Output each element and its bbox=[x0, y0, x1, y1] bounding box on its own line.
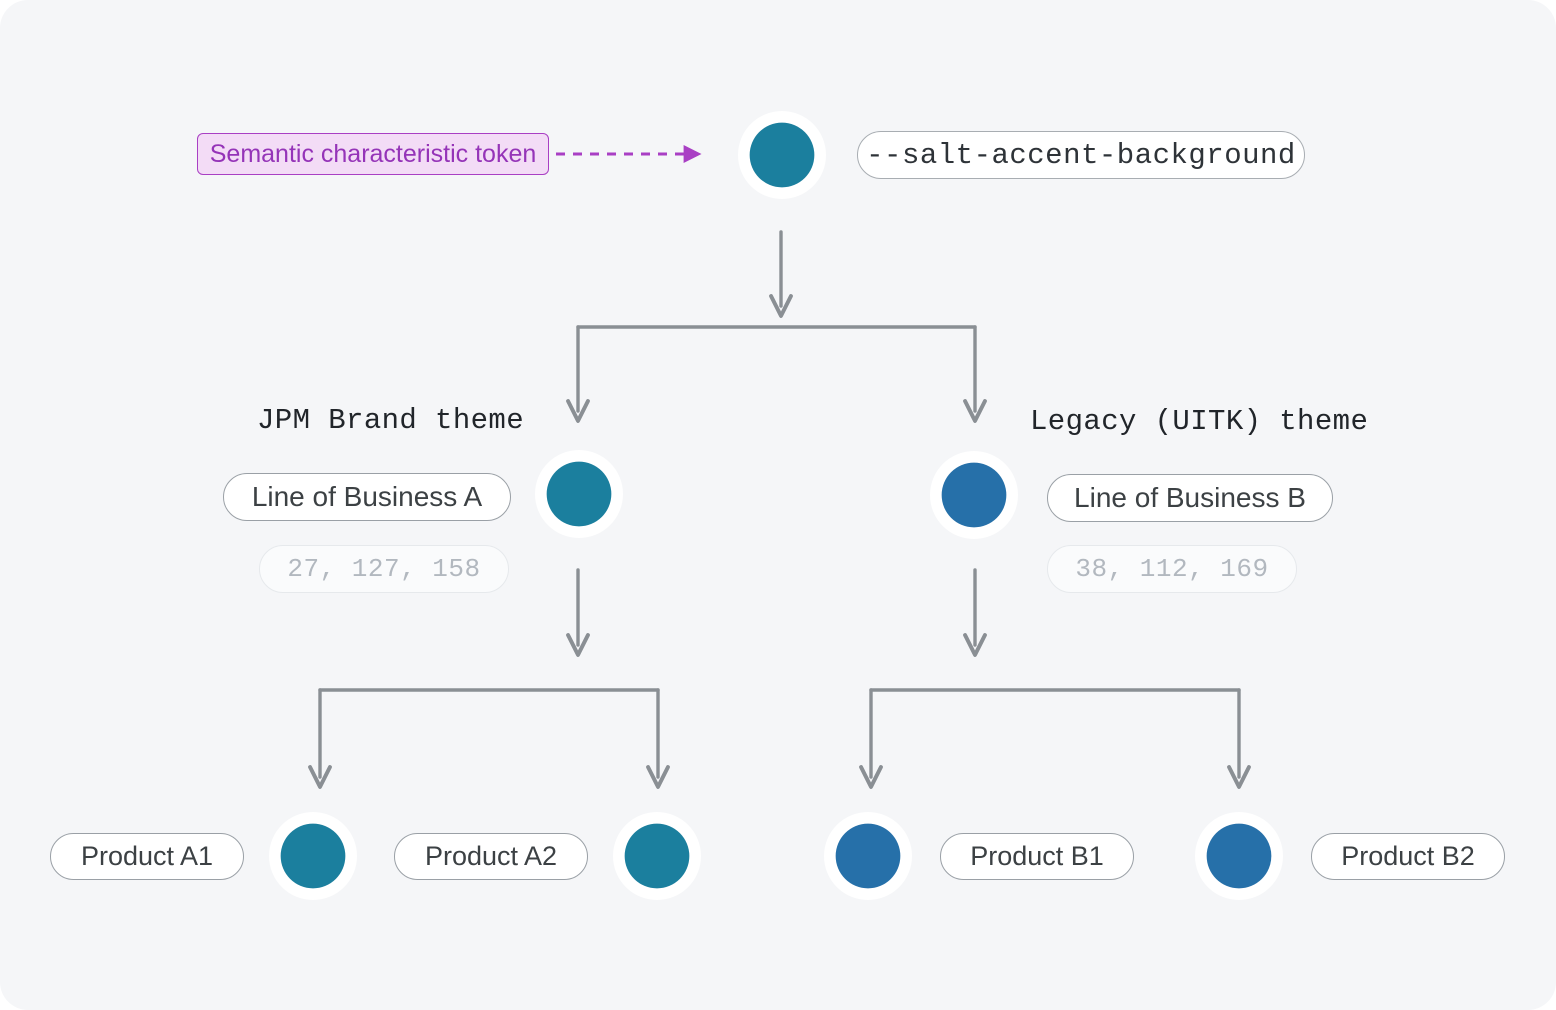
theme-label-legacy-uitk: Legacy (UITK) theme bbox=[1030, 405, 1369, 438]
edge-themeB-to-products bbox=[859, 568, 1251, 789]
color-disc-theme-b bbox=[941, 462, 1007, 528]
product-pill-b2[interactable]: Product B2 bbox=[1311, 833, 1505, 880]
color-swatch-product-a1[interactable] bbox=[269, 812, 357, 900]
color-swatch-theme-b[interactable] bbox=[930, 451, 1018, 539]
rgb-pill-b: 38, 112, 169 bbox=[1047, 545, 1297, 593]
edge-root-to-themes bbox=[566, 230, 987, 423]
color-swatch-product-b2[interactable] bbox=[1195, 812, 1283, 900]
product-pill-b1[interactable]: Product B1 bbox=[940, 833, 1134, 880]
rgb-pill-a: 27, 127, 158 bbox=[259, 545, 509, 593]
color-disc-product-a2 bbox=[624, 823, 690, 889]
product-pill-a1[interactable]: Product A1 bbox=[50, 833, 244, 880]
color-swatch-product-b1[interactable] bbox=[824, 812, 912, 900]
color-swatch-product-a2[interactable] bbox=[613, 812, 701, 900]
color-swatch-root[interactable] bbox=[738, 111, 826, 199]
annotation-badge: Semantic characteristic token bbox=[197, 133, 549, 175]
color-disc-product-b2 bbox=[1206, 823, 1272, 889]
color-disc-root bbox=[749, 122, 815, 188]
color-disc-product-b1 bbox=[835, 823, 901, 889]
color-disc-theme-a bbox=[546, 461, 612, 527]
theme-label-jpm-brand: JPM Brand theme bbox=[257, 404, 525, 437]
root-token-pill[interactable]: --salt-accent-background bbox=[857, 131, 1305, 179]
product-pill-a2[interactable]: Product A2 bbox=[394, 833, 588, 880]
color-swatch-theme-a[interactable] bbox=[535, 450, 623, 538]
edge-themeA-to-products bbox=[308, 568, 670, 789]
business-pill-b[interactable]: Line of Business B bbox=[1047, 474, 1333, 522]
color-disc-product-a1 bbox=[280, 823, 346, 889]
business-pill-a[interactable]: Line of Business A bbox=[223, 473, 511, 521]
